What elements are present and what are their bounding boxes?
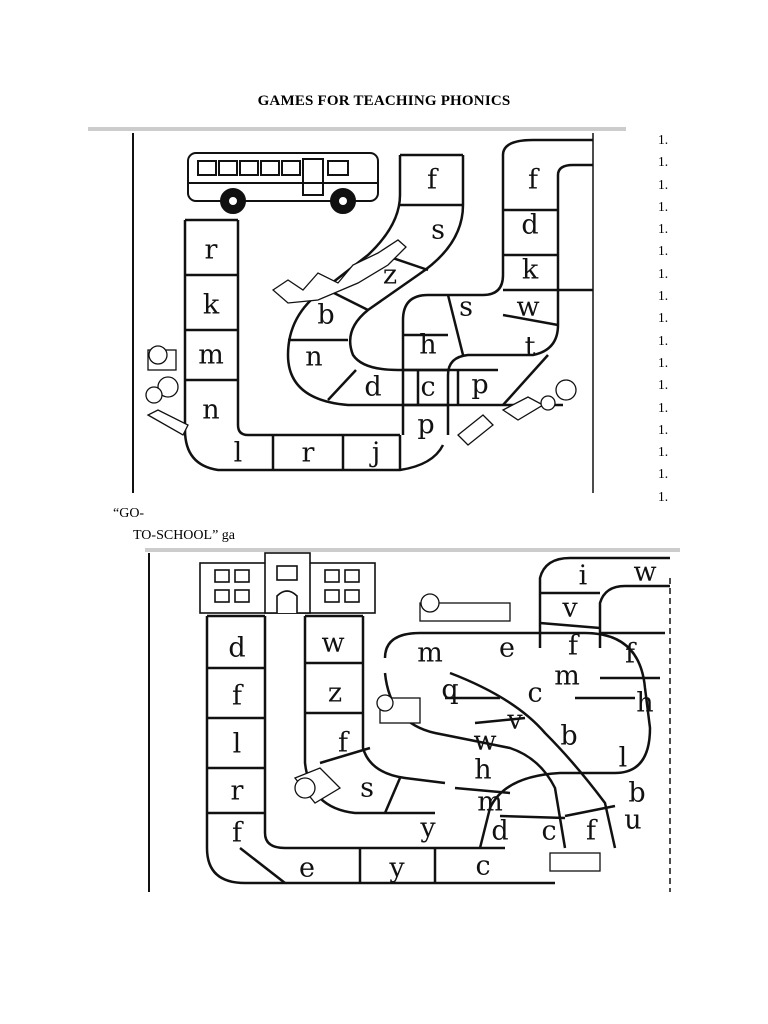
cell-letter: s (360, 773, 374, 804)
list-item: 1. (658, 288, 669, 304)
cell-letter: b (317, 300, 334, 331)
cell-letter: w (633, 557, 656, 588)
school-icon (199, 552, 376, 614)
cell-letter: f (338, 728, 350, 759)
cell-letter: l (619, 743, 628, 774)
cell-letter: f (586, 816, 598, 847)
list-item: 1. (658, 265, 669, 281)
cell-letter: r (302, 438, 315, 469)
cell-letter: w (473, 726, 496, 757)
list-item: 1. (658, 243, 669, 259)
list-item: 1. (658, 444, 669, 460)
cell-letter: w (516, 292, 539, 323)
cell-letter: t (525, 332, 536, 363)
cell-letter: d (491, 816, 508, 847)
cell-letter: k (203, 290, 220, 321)
list-item: 1. (658, 488, 669, 504)
cell-letter: l (233, 729, 242, 760)
list-item: 1. (658, 176, 669, 192)
cell-letter: j (369, 438, 380, 469)
caption-line-2: TO-SCHOOL” ga (133, 528, 236, 543)
cell-letter: c (420, 372, 435, 403)
cell-letter: z (328, 678, 342, 709)
list-item: 1. (658, 198, 669, 214)
cell-letter: m (417, 638, 443, 669)
list-item: 1. (658, 466, 669, 482)
cell-letter: d (521, 210, 538, 241)
cell-letter: c (475, 851, 490, 882)
cell-letter: p (471, 370, 488, 401)
cell-letter: f (625, 639, 637, 670)
cell-letter: b (560, 721, 577, 752)
cell-letter: m (477, 787, 503, 818)
cell-letter: r (205, 235, 218, 266)
caption-line-1: “GO- (113, 506, 145, 521)
cell-letter: f (232, 818, 244, 849)
cell-letter: n (202, 395, 219, 426)
page-title: GAMES FOR TEACHING PHONICS (257, 93, 511, 109)
cell-letter: f (427, 165, 439, 196)
cell-letter: d (364, 372, 381, 403)
cell-letter: f (528, 165, 540, 196)
cell-letter: v (561, 593, 578, 624)
cell-letter: l (234, 438, 243, 469)
cell-letter: f (568, 631, 580, 662)
game-board-school: d f l r f e y c w z f s y m e f m c q v … (145, 548, 680, 893)
cell-letter: c (527, 678, 542, 709)
cell-letter: s (459, 292, 473, 323)
list-item: 1. (658, 310, 669, 326)
cell-letter: y (388, 853, 405, 884)
game-board-bus: r k m n l r j f s z b n d c p f d k w t … (88, 125, 628, 495)
cell-letter: b (628, 778, 645, 809)
cell-letter: p (417, 410, 434, 441)
cell-letter: r (231, 776, 244, 807)
cell-letter: q (441, 675, 458, 706)
cell-letter: f (232, 681, 244, 712)
cell-letter: m (554, 661, 580, 692)
cell-letter: h (636, 688, 653, 719)
cell-letter: e (499, 633, 515, 664)
cell-letter: h (419, 330, 436, 361)
cell-letter: i (579, 561, 588, 592)
list-item: 1. (658, 332, 669, 348)
list-item: 1. (658, 377, 669, 393)
cell-letter: z (383, 260, 397, 291)
cell-letter: c (541, 816, 556, 847)
bus-icon (187, 152, 379, 214)
list-item: 1. (658, 354, 669, 370)
cell-letter: h (474, 755, 491, 786)
cell-letter: m (198, 340, 224, 371)
cell-letter: u (624, 805, 641, 836)
list-item: 1. (658, 154, 669, 170)
cell-letter: w (321, 628, 344, 659)
cell-letter: e (299, 853, 315, 884)
list-item: 1. (658, 421, 669, 437)
cell-letter: s (431, 215, 445, 246)
numbered-list: 1. 1. 1. 1. 1. 1. 1. 1. 1. 1. 1. 1. 1. 1… (658, 129, 668, 508)
cell-letter: n (305, 342, 322, 373)
list-item: 1. (658, 399, 669, 415)
cell-letter: v (506, 705, 523, 736)
houses-icon (293, 593, 601, 872)
cell-letter: d (228, 633, 245, 664)
list-item: 1. (658, 132, 669, 147)
list-item: 1. (658, 221, 669, 237)
cell-letter: y (419, 813, 436, 844)
cell-letter: k (522, 255, 539, 286)
houses-icon (145, 239, 577, 446)
